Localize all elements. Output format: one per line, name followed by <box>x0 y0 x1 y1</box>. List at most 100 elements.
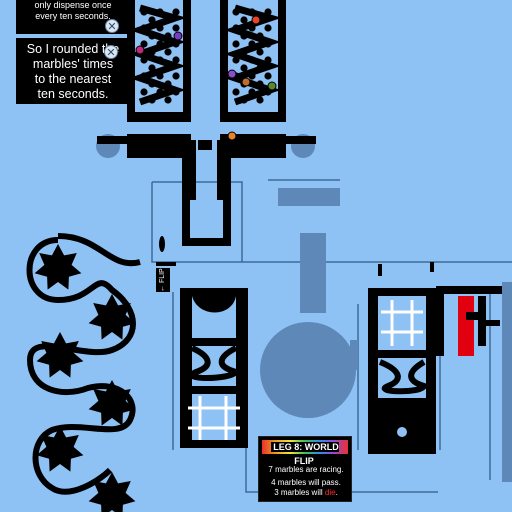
right-machine-waves <box>378 359 429 395</box>
tower-marble <box>264 8 272 16</box>
caption-rounded-line-1: So I rounded the <box>26 42 120 56</box>
tower-marble <box>148 32 156 40</box>
tower-marble <box>264 72 272 80</box>
colored-marbles <box>135 15 277 141</box>
tower-marble <box>172 72 180 80</box>
right-machine-crosses <box>381 300 423 346</box>
tower-marble <box>172 24 180 32</box>
caption-dispense-line-1: only dispense once <box>34 0 112 10</box>
tower-marble <box>164 64 172 72</box>
marbles-racing-text: 7 marbles are racing. <box>268 465 344 474</box>
track-details <box>156 236 434 276</box>
tower-marble <box>232 40 240 48</box>
tower-marble <box>156 8 164 16</box>
tower-marble <box>256 64 264 72</box>
tower-marble <box>240 32 248 40</box>
caption-rounded: So I rounded the marbles' times to the n… <box>16 38 130 104</box>
tower-marble <box>156 56 164 64</box>
tower-marble <box>256 48 264 56</box>
leg-info-panel: LEG 8: WORLD FLIP 7 marbles are racing. … <box>258 436 352 502</box>
tower-marble <box>164 16 172 24</box>
red-hazard <box>458 296 500 356</box>
tower-marble <box>248 24 256 32</box>
tower-marble <box>264 88 272 96</box>
tower-marble <box>256 32 264 40</box>
marbles-die-text: 3 marbles will die. <box>259 488 353 497</box>
close-icon[interactable]: ✕ <box>105 19 119 33</box>
tower-marble <box>264 24 272 32</box>
marble-orange <box>227 131 237 141</box>
left-machine-crosses <box>188 396 240 440</box>
tower-marble <box>148 64 156 72</box>
tower-marble <box>140 88 148 96</box>
tower-marble <box>264 40 272 48</box>
right-machine-hole <box>397 427 407 437</box>
star-wheel <box>36 332 84 378</box>
tower-marble <box>240 96 248 104</box>
caption-dispense-line-2: every ten seconds. <box>35 10 111 21</box>
star-wheel <box>88 380 136 426</box>
star-wheel <box>88 294 136 340</box>
tower-marble <box>172 88 180 96</box>
marble-brown <box>241 77 251 87</box>
star-wheel <box>34 244 82 290</box>
tower-marble <box>232 56 240 64</box>
tower-marble <box>156 40 164 48</box>
close-icon[interactable]: ✕ <box>104 45 118 59</box>
tower-marble <box>140 40 148 48</box>
marble-red <box>251 15 261 25</box>
die-prefix: 3 marbles will <box>274 488 323 497</box>
tower-marble <box>156 24 164 32</box>
tower-marble <box>148 16 156 24</box>
left-machine-waves <box>189 345 242 381</box>
tower-marble <box>172 56 180 64</box>
tower-marble <box>232 24 240 32</box>
caption-rounded-line-4: ten seconds. <box>37 87 109 101</box>
tower-marble <box>140 72 148 80</box>
star-wheel <box>88 472 136 512</box>
tower-marble <box>240 48 248 56</box>
tower-marble <box>264 56 272 64</box>
tower-marble <box>148 48 156 56</box>
die-suffix: . <box>335 488 338 497</box>
leg-title: LEG 8: WORLD FLIP <box>262 440 348 466</box>
marble-magenta <box>135 45 145 55</box>
left-machine-hole <box>208 313 218 323</box>
caption-rounded-line-3: to the nearest <box>34 72 112 86</box>
tower-marbles <box>140 8 272 104</box>
tower-marble <box>232 8 240 16</box>
tower-marble <box>232 88 240 96</box>
tower-marble <box>248 88 256 96</box>
tower-marble <box>164 48 172 56</box>
marbles-pass-text: 4 marbles will pass. <box>271 478 341 487</box>
tower-marble <box>256 96 264 104</box>
caption-rounded-line-2: marbles' times <box>32 57 114 71</box>
leg-title-text: LEG 8: WORLD FLIP <box>271 442 339 466</box>
tower-marble <box>148 96 156 104</box>
left-loop-track <box>26 233 141 495</box>
tower-marble <box>140 8 148 16</box>
marble-purple <box>173 31 183 41</box>
tower-marble <box>156 72 164 80</box>
marble-olive <box>267 81 277 91</box>
tower-marble <box>156 88 164 96</box>
star-wheels <box>34 244 136 512</box>
die-word: die <box>324 488 336 497</box>
tower-marble <box>248 8 256 16</box>
tower-marble <box>164 32 172 40</box>
tower-marble <box>240 16 248 24</box>
tower-marble <box>172 40 180 48</box>
tower-marble <box>140 56 148 64</box>
tower-ramps <box>129 4 282 106</box>
marble-violet <box>227 69 237 79</box>
tower-marble <box>164 80 172 88</box>
tower-marble <box>248 72 256 80</box>
tower-marble <box>248 56 256 64</box>
ghost-elements <box>96 134 512 482</box>
tower-marble <box>148 80 156 88</box>
left-machine <box>180 288 248 448</box>
tower-marble <box>256 80 264 88</box>
tower-marble <box>248 40 256 48</box>
star-wheel <box>36 426 84 472</box>
